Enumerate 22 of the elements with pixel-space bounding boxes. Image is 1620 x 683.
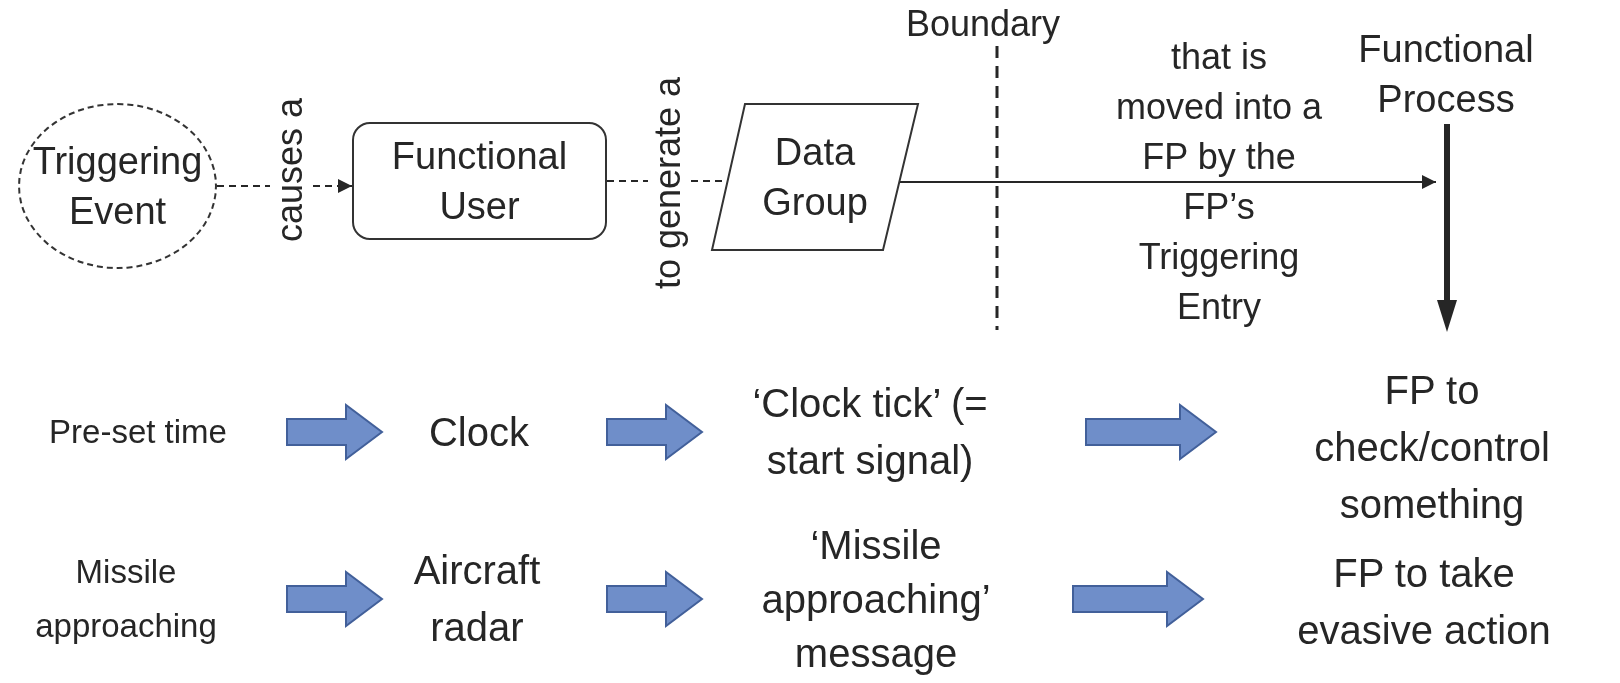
node-label: FP to take evasive action: [1296, 550, 1552, 654]
block-arrow: [606, 570, 704, 628]
node-label: Triggering Event: [31, 139, 204, 234]
node-label: ‘Clock tick’ (= start signal): [751, 380, 989, 484]
node-label: Missile approaching: [34, 552, 218, 646]
block-arrow: [1072, 570, 1205, 628]
node-label: Aircraft radar: [412, 547, 542, 651]
block-arrow: [606, 403, 704, 461]
process-box: [352, 122, 607, 240]
node-label: Functional Process: [1357, 27, 1535, 122]
boundary-label: Boundary: [906, 4, 1061, 44]
node-label: Clock: [429, 409, 529, 456]
block-arrow: [1085, 403, 1218, 461]
edge-label: that is moved into a FP by the FP’s Triggering Entry: [1114, 35, 1324, 329]
node-label: ‘Missile approaching’ message: [760, 522, 992, 677]
node-label: FP to check/control something: [1313, 367, 1551, 528]
node-label: Functional User: [390, 134, 569, 229]
node-label: Pre-set time: [49, 412, 227, 452]
event-circle: [18, 103, 217, 269]
block-arrow: [286, 570, 384, 628]
node-label: Data Group: [761, 130, 869, 225]
block-arrow: [286, 403, 384, 461]
